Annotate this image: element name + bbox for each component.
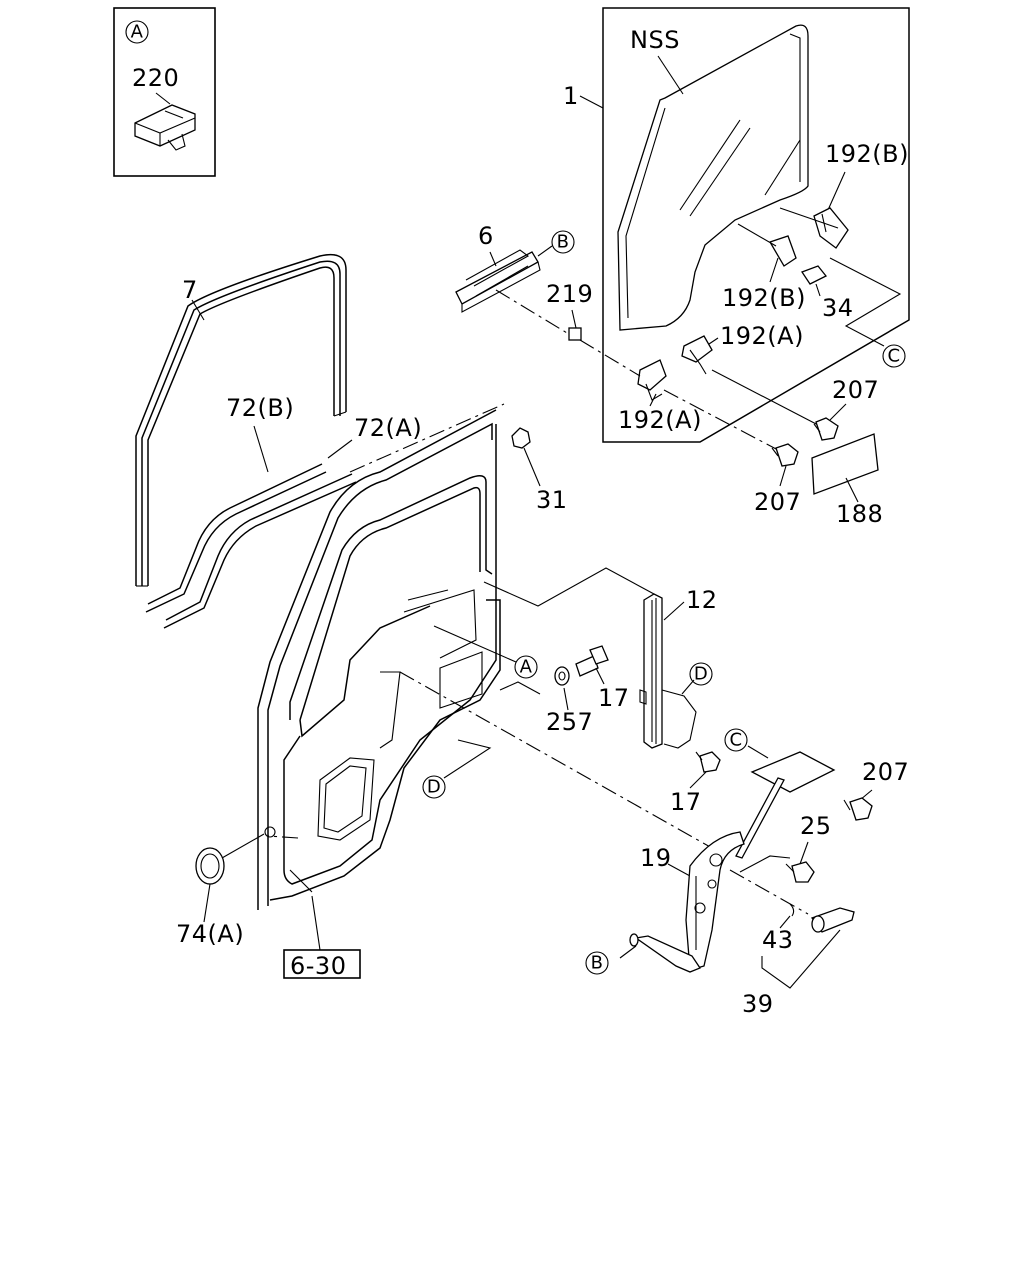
- bolt-17-lower: 17: [670, 751, 721, 816]
- regulator-19: 19 B: [585, 777, 785, 975]
- screw-207-upper-icon: [813, 417, 839, 441]
- ref-6-30: 6-30: [283, 895, 361, 980]
- label-207-right: 207: [862, 758, 909, 786]
- bolt-25-icon: [785, 861, 815, 883]
- door-panel: [257, 403, 505, 910]
- grommet-31: 31: [511, 427, 568, 514]
- ref-c-lower-group: C 207: [724, 728, 909, 821]
- ref-a: A: [520, 657, 533, 678]
- glass-group: NSS 1 192(B) 192(B) 34 C 192(A): [563, 7, 910, 528]
- label-6: 6: [478, 222, 494, 250]
- regulator-19-icon: [629, 777, 785, 973]
- ref-c-lower: C: [729, 730, 742, 751]
- sheet-lower-icon: [750, 751, 836, 793]
- bracket-192a-lower-icon: [637, 359, 667, 401]
- ref-b-upper: B: [557, 232, 570, 253]
- label-74a: 74(A): [176, 920, 244, 948]
- label-192b-upper: 192(B): [825, 140, 909, 168]
- ref-c-upper: C: [887, 346, 900, 367]
- channel-6-icon: [455, 249, 541, 313]
- channel-12-icon: [639, 593, 697, 749]
- door-glass: [617, 24, 809, 331]
- washer-257: 257: [546, 666, 593, 736]
- channel-12: 12 D: [639, 586, 718, 749]
- ref-d-lower: D: [427, 777, 441, 798]
- weatherstrip-7: 7: [135, 253, 347, 587]
- ref-b-lower: B: [591, 953, 604, 974]
- washer-257-icon: [554, 666, 570, 686]
- label-72a: 72(A): [354, 414, 422, 442]
- label-192a-upper: 192(A): [720, 322, 804, 350]
- label-25: 25: [800, 812, 832, 840]
- label-sheet-188-icon: [811, 433, 879, 495]
- label-188: 188: [836, 500, 883, 528]
- window-handle-39-icon: [810, 907, 855, 933]
- label-257: 257: [546, 708, 593, 736]
- label-219: 219: [546, 280, 593, 308]
- grommet-74a: 74(A): [176, 833, 265, 948]
- screw-207-right-icon: [843, 797, 873, 821]
- bolt-17-upper: 17: [575, 645, 630, 712]
- label-7: 7: [182, 276, 198, 304]
- bolt-17-lower-icon: [695, 751, 721, 773]
- label-19: 19: [640, 844, 672, 872]
- bolt-25: 25: [739, 812, 832, 883]
- clip-220-icon: [134, 104, 196, 151]
- label-6-30: 6-30: [290, 952, 346, 980]
- label-12: 12: [686, 586, 718, 614]
- label-31: 31: [536, 486, 568, 514]
- label-34: 34: [822, 294, 854, 322]
- label-1: 1: [563, 82, 579, 110]
- label-17-lower: 17: [670, 788, 702, 816]
- clip-219-icon: [568, 327, 582, 341]
- label-192b-lower: 192(B): [722, 284, 806, 312]
- pad-34-icon: [801, 265, 828, 285]
- glass-run-6: 6 B: [455, 222, 575, 337]
- label-43: 43: [762, 926, 794, 954]
- grommet-74a-icon: [195, 847, 225, 885]
- inset-ref-label: A: [131, 22, 144, 43]
- label-192a-lower: 192(A): [618, 406, 702, 434]
- handle-group: 43 39: [742, 903, 855, 1018]
- label-72b: 72(B): [226, 394, 294, 422]
- grommet-31-icon: [511, 427, 531, 449]
- label-207-lower: 207: [754, 488, 801, 516]
- label-220: 220: [132, 64, 179, 92]
- ref-d-upper: D: [694, 664, 708, 685]
- screw-207-lower-icon: [771, 443, 799, 467]
- bracket-192b-upper-icon: [813, 207, 849, 249]
- channels-72: 72(B) 72(A): [145, 394, 422, 629]
- bracket-192b-lower-icon: [769, 235, 797, 267]
- inset-a: A 220: [113, 7, 216, 177]
- clip-219: 219: [546, 280, 593, 341]
- label-39: 39: [742, 990, 774, 1018]
- label-17-upper: 17: [598, 684, 630, 712]
- bolt-17-upper-icon: [575, 645, 609, 677]
- label-nss: NSS: [630, 26, 680, 54]
- bracket-192a-upper-icon: [681, 335, 713, 375]
- label-207-upper: 207: [832, 376, 879, 404]
